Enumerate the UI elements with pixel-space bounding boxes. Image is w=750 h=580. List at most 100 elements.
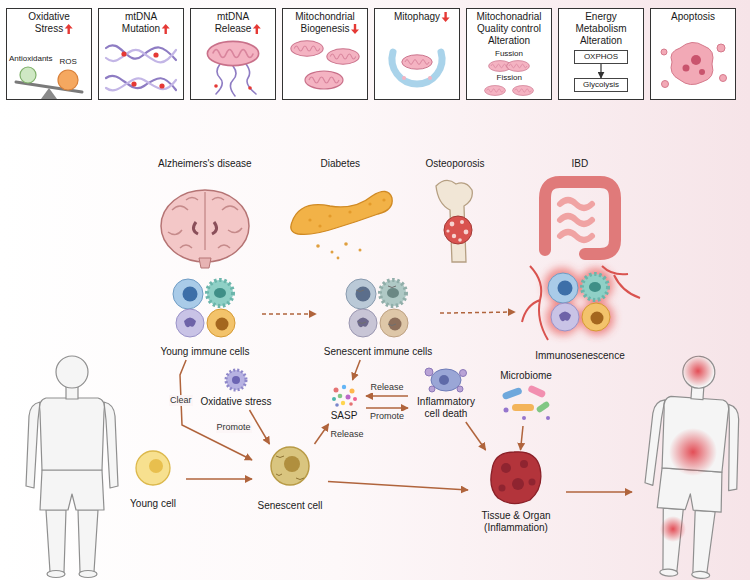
sasp-dots	[338, 394, 343, 399]
aged-person	[639, 353, 746, 580]
bone-illustration	[464, 230, 469, 235]
mechanism-panel: Apoptosis	[650, 8, 736, 100]
bone-illustration	[444, 216, 472, 244]
microbiome-icon	[512, 404, 534, 411]
connector-arrow	[186, 478, 252, 480]
pancreas-illustration	[291, 191, 392, 234]
process-box: OXPHOS	[574, 50, 628, 64]
increase-arrow	[162, 24, 170, 34]
dynamics-label: Fussion	[495, 49, 523, 59]
panel-ground	[650, 8, 736, 100]
sasp-dots	[346, 395, 351, 400]
connector-arrow	[466, 422, 486, 450]
young-cell-icon	[136, 451, 170, 485]
brain-illustration	[161, 190, 249, 262]
young-cell-icon	[149, 459, 163, 473]
brain-illustration	[161, 190, 249, 268]
microbiome-icon	[502, 384, 551, 420]
inflamed-tissue-icon	[520, 460, 528, 468]
cell-caption: SASP	[331, 410, 358, 422]
apoptosis-icon	[662, 81, 669, 88]
inflammatory-cell-death-icon	[425, 368, 467, 392]
disease-label: Diabetes	[321, 158, 360, 170]
sasp-dots	[335, 403, 339, 407]
cell-node: Tissue & Organ (Inflammation)	[468, 450, 564, 536]
pancreas-illustration	[328, 214, 331, 217]
senescent-immune-cells-illustration	[356, 286, 396, 326]
sasp-dots	[332, 385, 357, 407]
oxidative-stress-icon	[232, 376, 240, 384]
mechanism-panel: mtDNA Mutation	[98, 8, 184, 100]
pancreas-illustration	[308, 218, 311, 221]
cell-node: Young cell	[120, 446, 186, 512]
pancreas-illustration	[316, 244, 320, 248]
sasp-dots	[334, 388, 339, 393]
mitophagy-icon	[402, 76, 406, 80]
mtdna-release-icon	[214, 84, 218, 88]
aged-person	[639, 353, 746, 580]
biogenesis-icon	[291, 41, 323, 56]
senescent-cell-icon	[271, 447, 309, 485]
cell-node: SASP	[322, 380, 366, 424]
process-label: OXPHOS	[577, 52, 625, 62]
fusion-fission-icon	[485, 86, 506, 96]
inflammatory-cell-death-icon	[460, 370, 467, 377]
disease-label: Osteoporosis	[426, 158, 485, 170]
pancreas-illustration	[291, 191, 392, 259]
inflamed-tissue-icon	[499, 460, 536, 492]
decrease-arrow	[351, 24, 359, 34]
cell-node: Oxidative stress	[196, 364, 276, 410]
panel-title: Oxidative Stress	[17, 11, 81, 35]
panel-title: Mitochonadrial Quality control Alteratio…	[470, 11, 548, 47]
aged-person	[660, 516, 686, 542]
senescent-cell-icon	[276, 456, 304, 480]
connector-arrow	[440, 312, 515, 313]
apoptosis-icon	[683, 65, 690, 72]
inflamed-tissue-icon	[501, 463, 511, 473]
mtdna-mutation-icon	[106, 50, 176, 63]
mtdna-release-icon	[248, 86, 252, 90]
panel-ground	[6, 8, 92, 100]
mitophagy-icon	[392, 52, 442, 84]
cell-node: Microbiome	[490, 368, 562, 426]
aged-person	[682, 355, 714, 387]
mtdna-release-icon	[207, 41, 258, 96]
connector-arrow	[600, 64, 601, 78]
inflammatory-cell-death-icon	[429, 386, 435, 392]
mitophagy-icon	[428, 76, 432, 80]
mitophagy-icon	[392, 52, 442, 84]
young-person	[26, 356, 118, 578]
mtdna-release-icon	[214, 84, 252, 90]
inflamed-tissue-icon	[512, 478, 524, 490]
panel-title: Energy Metabolism Alteration	[562, 11, 640, 47]
disease-label: IBD	[572, 158, 589, 170]
inflamed-tissue-icon	[491, 452, 541, 504]
connector-arrow	[353, 360, 361, 380]
young-person	[26, 356, 118, 578]
disease-label: Alzheimers's disease	[158, 158, 252, 170]
brain-illustration	[193, 222, 216, 234]
mitophagy-icon	[402, 55, 432, 69]
microbiome-icon	[546, 416, 550, 420]
intestine-illustration	[545, 182, 615, 254]
pancreas-illustration	[382, 198, 385, 201]
connector-arrow	[262, 313, 316, 315]
senescent-immune-cells-illustration	[346, 279, 408, 337]
seesaw-icon	[20, 67, 36, 83]
panel-ground	[558, 8, 644, 100]
cell-caption: Oxidative stress	[200, 396, 271, 408]
pancreas-illustration	[368, 202, 371, 205]
panel-ground	[282, 8, 368, 100]
cell-node: Young immune cells	[148, 268, 262, 360]
decrease-arrow	[442, 12, 450, 22]
microbiome-icon	[504, 408, 509, 413]
intestine-illustration	[560, 200, 592, 240]
mitophagy-icon	[402, 76, 432, 80]
sasp-dots	[341, 401, 345, 405]
sasp-dots	[342, 385, 346, 389]
pancreas-illustration	[308, 198, 385, 227]
cell-caption: Young immune cells	[160, 346, 249, 358]
edge-label: Promote	[369, 411, 405, 422]
cell-node: Senescent cell	[252, 444, 328, 514]
